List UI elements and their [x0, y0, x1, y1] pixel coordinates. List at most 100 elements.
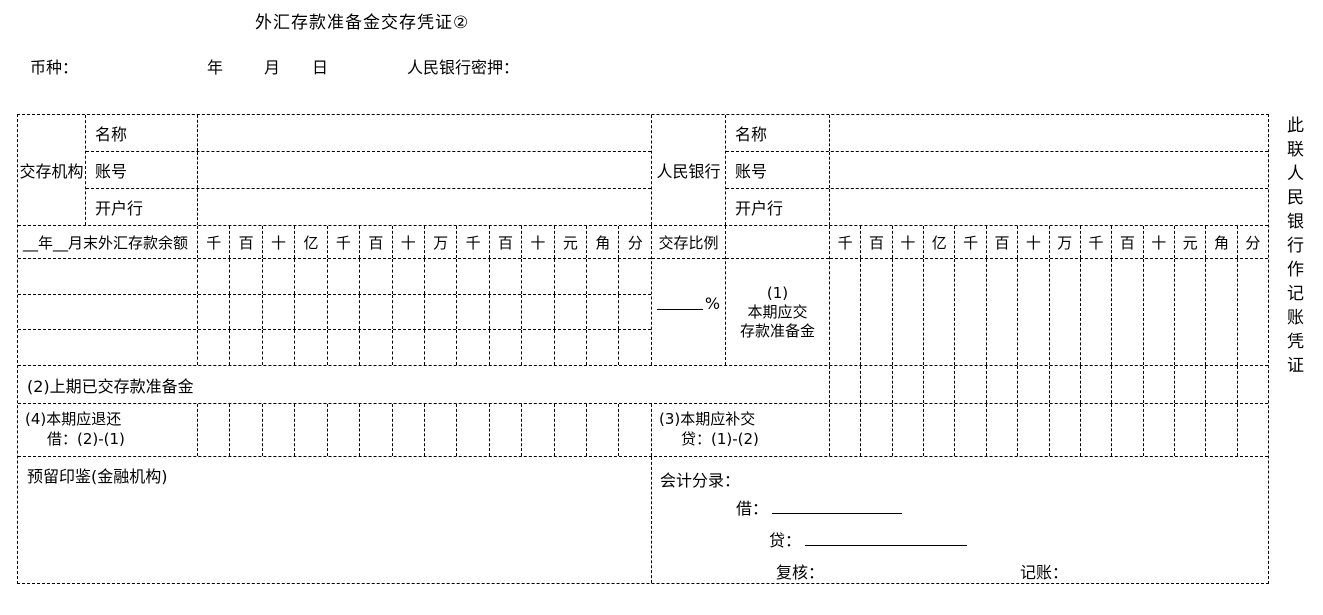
ratio-blank-line[interactable] — [656, 296, 703, 310]
amount-digit-cell[interactable] — [924, 404, 956, 456]
amount-digit-cell[interactable] — [328, 404, 361, 456]
amount-digit-cell[interactable] — [328, 294, 361, 330]
amount-digit-cell[interactable] — [457, 294, 490, 330]
pboc-bank-input[interactable] — [830, 189, 1268, 225]
amount-digit-cell[interactable] — [587, 294, 620, 330]
amount-digit-cell[interactable] — [522, 404, 555, 456]
amount-digit-cell[interactable] — [1206, 259, 1238, 365]
amount-digit-cell[interactable] — [360, 330, 393, 366]
amount-digit-cell[interactable] — [587, 259, 620, 294]
amount-digit-cell[interactable] — [328, 259, 361, 294]
amount-digit-cell[interactable] — [1112, 404, 1144, 456]
amount-digit-cell[interactable] — [360, 259, 393, 294]
amount-digit-cell[interactable] — [893, 404, 925, 456]
amount-digit-cell[interactable] — [230, 259, 263, 294]
amount-digit-cell[interactable] — [955, 259, 987, 365]
amount-digit-cell[interactable] — [295, 294, 328, 330]
amount-digit-cell[interactable] — [490, 294, 523, 330]
amount-digit-cell[interactable] — [263, 259, 296, 294]
amount-digit-cell[interactable] — [1081, 366, 1113, 403]
amount-digit-cell[interactable] — [861, 404, 893, 456]
amount-digit-cell[interactable] — [393, 404, 425, 456]
amount-digit-cell[interactable] — [1018, 366, 1050, 403]
amount-digit-cell[interactable] — [555, 330, 588, 366]
amount-digit-cell[interactable] — [1112, 366, 1144, 403]
amount-digit-cell[interactable] — [425, 330, 458, 366]
amount-digit-cell[interactable] — [830, 259, 862, 365]
amount-digit-cell[interactable] — [1050, 366, 1081, 403]
amount-digit-cell[interactable] — [830, 404, 862, 456]
amount-digit-cell[interactable] — [457, 259, 490, 294]
depositor-name-input[interactable] — [198, 115, 651, 151]
amount-digit-cell[interactable] — [393, 330, 425, 366]
amount-digit-cell[interactable] — [1050, 404, 1081, 456]
amount-digit-cell[interactable] — [1175, 259, 1207, 365]
amount-digit-cell[interactable] — [987, 366, 1019, 403]
amount-digit-cell[interactable] — [861, 366, 893, 403]
amount-digit-cell[interactable] — [861, 259, 893, 365]
amount-digit-cell[interactable] — [490, 330, 523, 366]
amount-digit-cell[interactable] — [1206, 404, 1238, 456]
amount-digit-cell[interactable] — [555, 259, 588, 294]
amount-digit-cell[interactable] — [198, 404, 231, 456]
amount-digit-cell[interactable] — [619, 330, 650, 365]
amount-digit-cell[interactable] — [955, 366, 987, 403]
amount-digit-cell[interactable] — [393, 259, 425, 294]
amount-digit-cell[interactable] — [987, 404, 1019, 456]
amount-digit-cell[interactable] — [425, 294, 458, 330]
depositor-account-input[interactable] — [198, 152, 651, 188]
amount-digit-cell[interactable] — [1175, 404, 1207, 456]
amount-digit-cell[interactable] — [522, 294, 555, 330]
amount-digit-cell[interactable] — [555, 294, 588, 330]
amount-digit-cell[interactable] — [360, 404, 393, 456]
amount-digit-cell[interactable] — [295, 404, 328, 456]
amount-digit-cell[interactable] — [987, 259, 1019, 365]
amount-digit-cell[interactable] — [893, 366, 925, 403]
amount-digit-cell[interactable] — [198, 259, 231, 294]
amount-digit-cell[interactable] — [1081, 259, 1113, 365]
amount-digit-cell[interactable] — [522, 330, 555, 366]
amount-digit-cell[interactable] — [587, 404, 620, 456]
entry-debit-blank-line[interactable] — [772, 499, 903, 514]
amount-digit-cell[interactable] — [619, 404, 650, 456]
amount-digit-cell[interactable] — [198, 330, 231, 366]
amount-digit-cell[interactable] — [393, 294, 425, 330]
amount-digit-cell[interactable] — [1238, 259, 1268, 365]
amount-digit-cell[interactable] — [263, 294, 296, 330]
amount-digit-cell[interactable] — [490, 259, 523, 294]
amount-digit-cell[interactable] — [1238, 404, 1268, 456]
amount-digit-cell[interactable] — [924, 366, 956, 403]
amount-digit-cell[interactable] — [295, 259, 328, 294]
amount-digit-cell[interactable] — [425, 404, 458, 456]
amount-digit-cell[interactable] — [198, 294, 231, 330]
entry-credit-blank-line[interactable] — [805, 531, 968, 546]
amount-digit-cell[interactable] — [555, 404, 588, 456]
amount-digit-cell[interactable] — [230, 330, 263, 366]
amount-digit-cell[interactable] — [263, 404, 296, 456]
amount-digit-cell[interactable] — [1144, 366, 1175, 403]
amount-digit-cell[interactable] — [522, 259, 555, 294]
amount-digit-cell[interactable] — [230, 294, 263, 330]
amount-digit-cell[interactable] — [457, 404, 490, 456]
depositor-bank-input[interactable] — [198, 189, 651, 225]
amount-digit-cell[interactable] — [1050, 259, 1081, 365]
amount-digit-cell[interactable] — [295, 330, 328, 366]
pboc-name-input[interactable] — [830, 115, 1268, 151]
amount-digit-cell[interactable] — [360, 294, 393, 330]
amount-digit-cell[interactable] — [263, 330, 296, 366]
balance-row-blank-label[interactable] — [18, 330, 198, 366]
amount-digit-cell[interactable] — [893, 259, 925, 365]
amount-digit-cell[interactable] — [587, 330, 620, 366]
amount-digit-cell[interactable] — [619, 259, 650, 294]
balance-row-blank-label[interactable] — [18, 294, 198, 330]
balance-row-blank-label[interactable] — [18, 259, 198, 294]
amount-digit-cell[interactable] — [619, 295, 650, 330]
amount-digit-cell[interactable] — [1018, 404, 1050, 456]
amount-digit-cell[interactable] — [955, 404, 987, 456]
pboc-account-input[interactable] — [830, 152, 1268, 188]
amount-digit-cell[interactable] — [1018, 259, 1050, 365]
amount-digit-cell[interactable] — [425, 259, 458, 294]
amount-digit-cell[interactable] — [924, 259, 956, 365]
amount-digit-cell[interactable] — [1144, 259, 1175, 365]
amount-digit-cell[interactable] — [1175, 366, 1207, 403]
